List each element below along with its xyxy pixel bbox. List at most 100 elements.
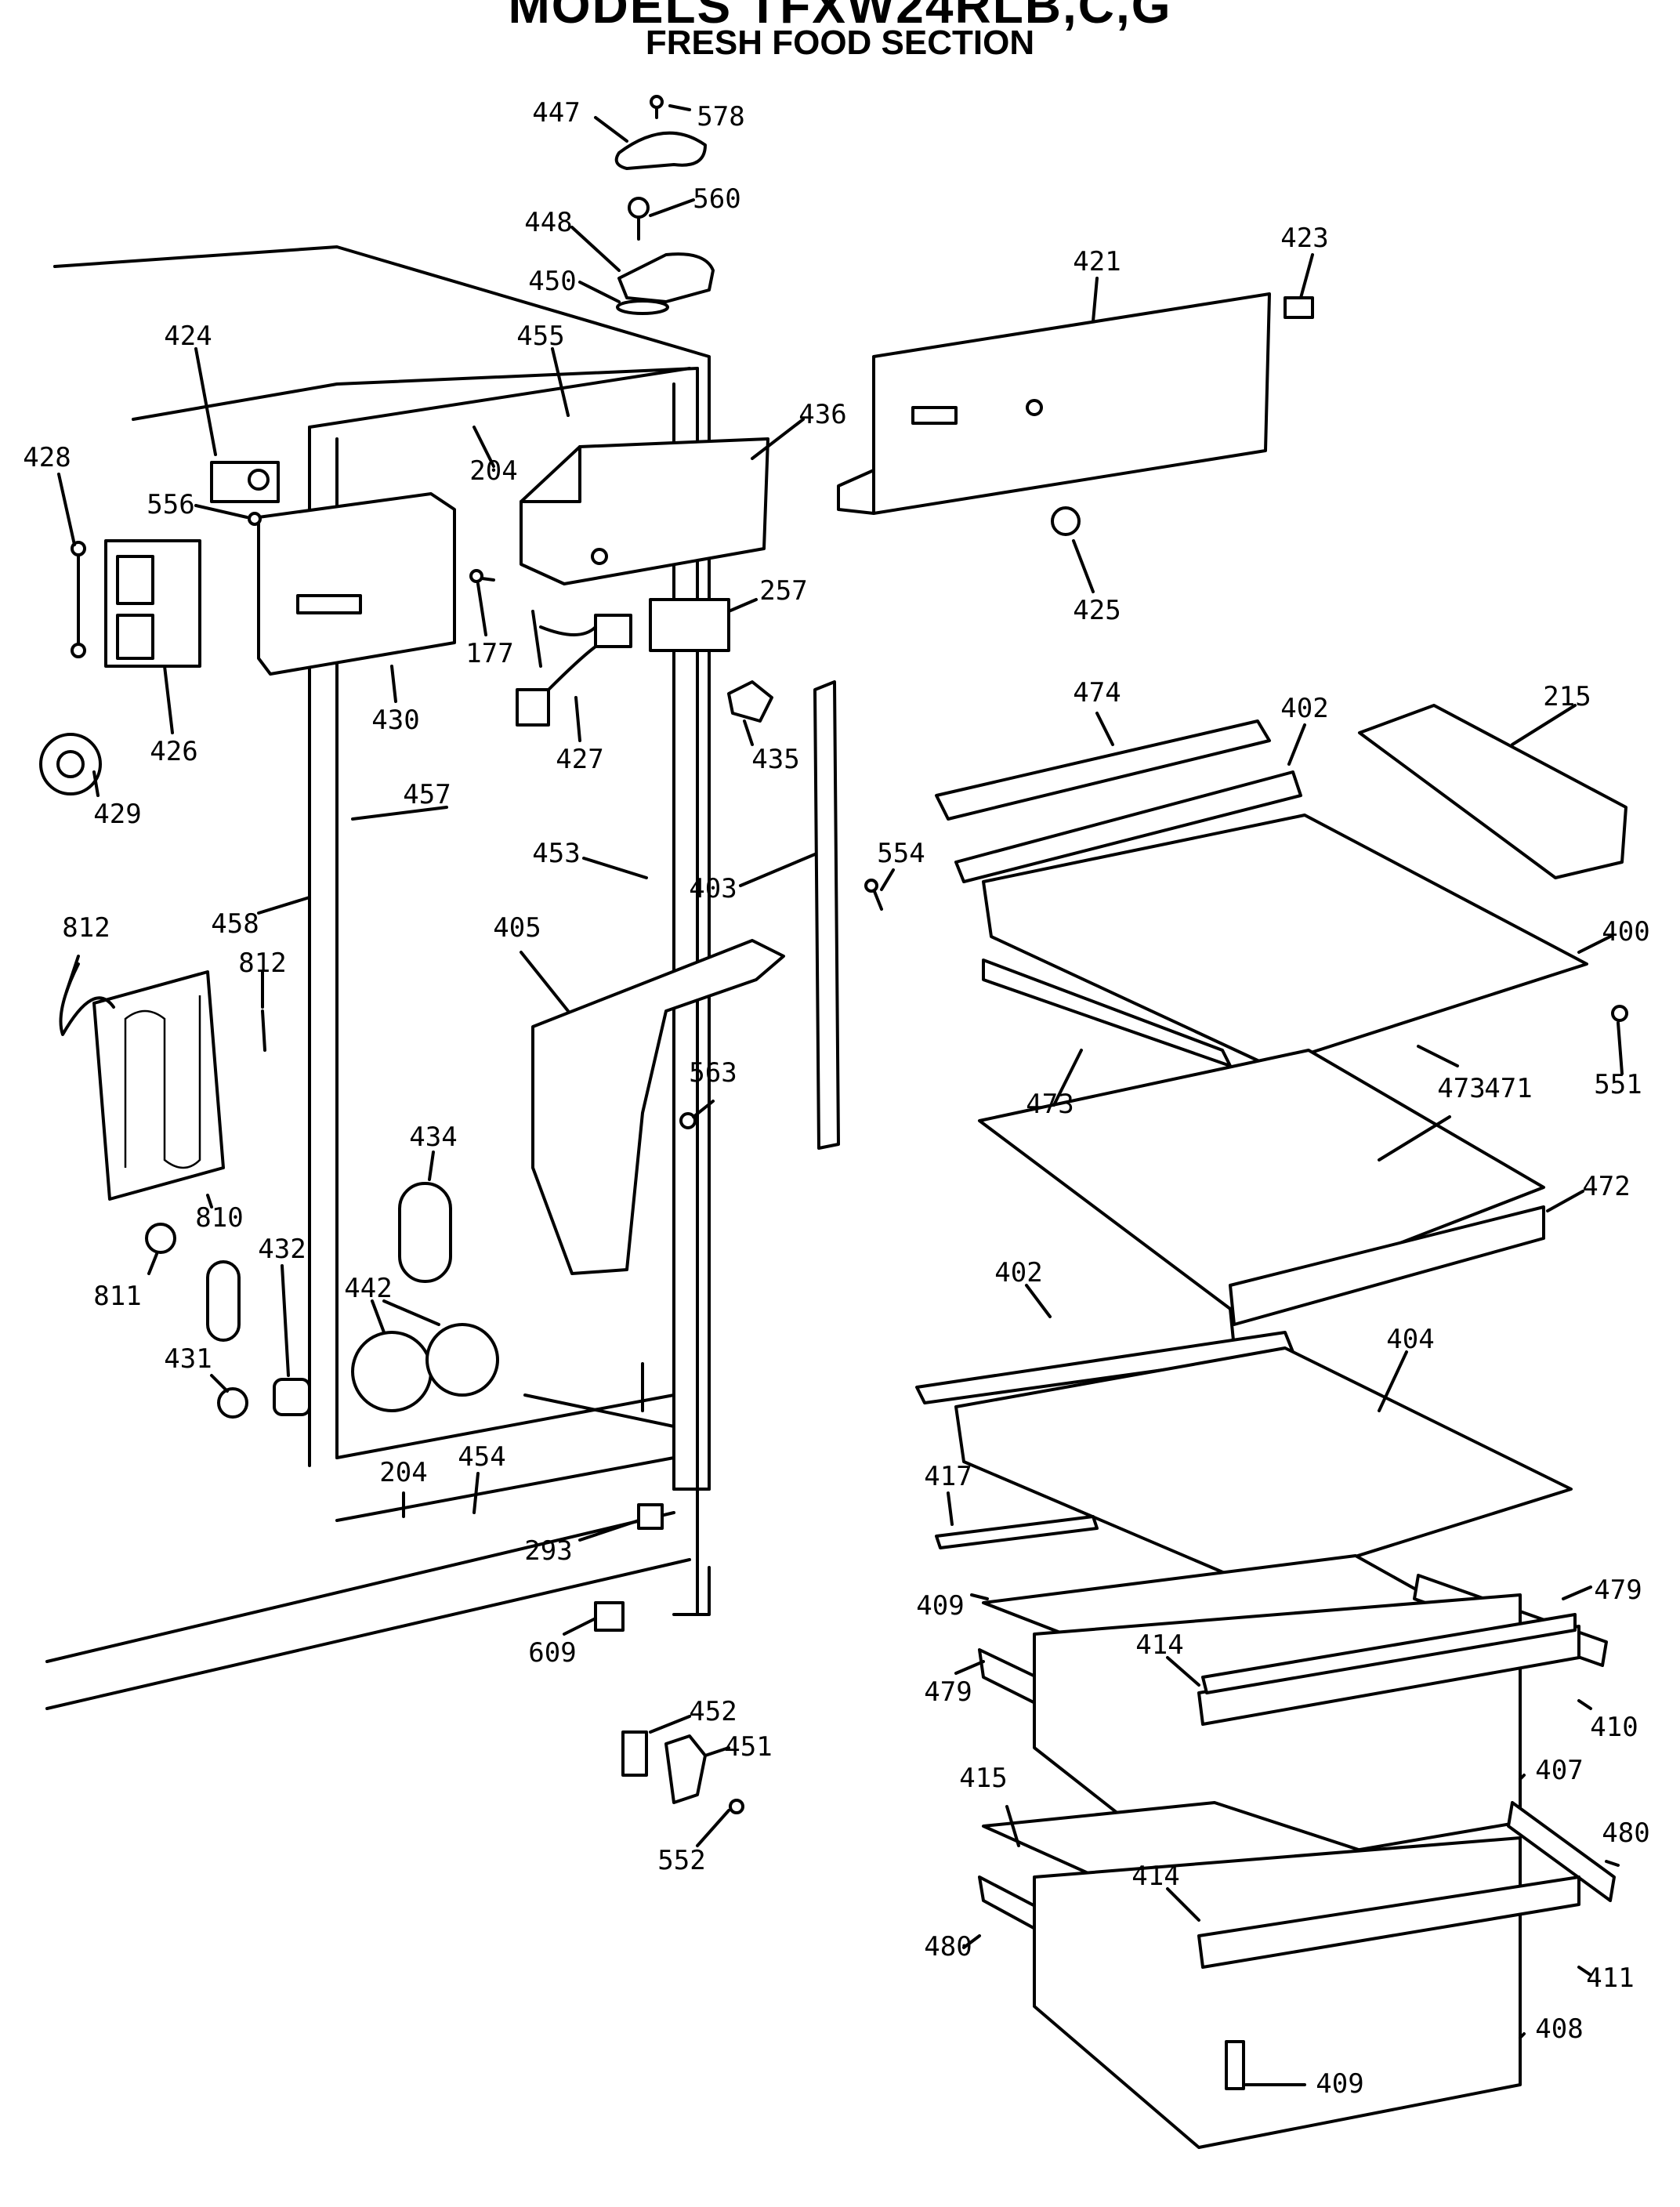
shelf-ladder-403 <box>813 680 840 1150</box>
label-811: 811 <box>93 1281 141 1312</box>
label-402-top: 402 <box>1280 693 1328 724</box>
label-442: 442 <box>344 1273 392 1304</box>
evaporator-cover-421 <box>837 292 1271 515</box>
label-410: 410 <box>1590 1712 1638 1743</box>
label-552: 552 <box>657 1845 705 1876</box>
label-810: 810 <box>195 1202 243 1234</box>
label-473-right: 473 <box>1437 1073 1485 1104</box>
drawer-408 <box>1033 1836 1522 2149</box>
label-215: 215 <box>1543 681 1591 712</box>
label-429: 429 <box>93 799 141 830</box>
label-405: 405 <box>493 912 541 944</box>
screw-554 <box>864 879 883 911</box>
label-426: 426 <box>150 736 197 767</box>
bracket-435 <box>727 680 773 723</box>
shim-450 <box>616 299 669 315</box>
label-452: 452 <box>689 1696 737 1727</box>
label-479-right: 479 <box>1594 1575 1642 1606</box>
screw-552 <box>729 1799 744 1814</box>
label-473-left: 473 <box>1026 1089 1074 1120</box>
label-431: 431 <box>164 1343 212 1375</box>
screw-556 <box>248 512 262 526</box>
drawer-shelf-414 <box>1201 1613 1577 1694</box>
fastener-425 <box>1051 506 1081 536</box>
label-450: 450 <box>528 266 576 297</box>
control-housing-436 <box>520 437 769 585</box>
light-shield-430 <box>257 492 456 676</box>
label-425: 425 <box>1073 595 1121 626</box>
cold-control-424 <box>210 461 280 503</box>
label-436: 436 <box>798 399 846 430</box>
label-556: 556 <box>147 489 194 520</box>
light-lens-434 <box>398 1182 452 1283</box>
label-428: 428 <box>23 442 71 473</box>
label-415: 415 <box>959 1763 1007 1794</box>
label-609: 609 <box>528 1637 576 1669</box>
label-409-bottom: 409 <box>1316 2068 1363 2100</box>
label-812-left: 812 <box>62 912 110 944</box>
label-472: 472 <box>1582 1171 1630 1202</box>
label-458: 458 <box>211 908 259 940</box>
label-453: 453 <box>532 838 580 869</box>
label-407: 407 <box>1535 1755 1583 1786</box>
screw-578 <box>650 95 664 119</box>
label-404: 404 <box>1386 1324 1434 1355</box>
label-424: 424 <box>164 321 212 352</box>
label-451: 451 <box>724 1731 772 1763</box>
label-423: 423 <box>1280 223 1328 254</box>
label-204-top: 204 <box>469 455 517 487</box>
label-479-left: 479 <box>924 1676 972 1708</box>
label-257: 257 <box>759 575 807 607</box>
air-duct-405 <box>531 939 785 1275</box>
damper-control-257 <box>649 598 730 652</box>
bracket-609 <box>594 1601 625 1632</box>
screw-560 <box>628 197 650 241</box>
drawer-front-411 <box>1197 1875 1580 1969</box>
shelf-trim-417 <box>935 1515 1099 1549</box>
label-414-bottom: 414 <box>1131 1861 1179 1892</box>
hinge-452 <box>621 1730 648 1777</box>
harness-427 <box>516 610 632 727</box>
spacer-432 <box>273 1378 311 1416</box>
label-447: 447 <box>532 97 580 129</box>
label-411: 411 <box>1586 1962 1634 1994</box>
part-labels: 447 578 560 448 450 421 423 424 455 204 … <box>23 97 1649 2100</box>
label-455: 455 <box>516 321 564 352</box>
label-293: 293 <box>524 1535 572 1567</box>
label-432: 432 <box>258 1234 306 1265</box>
top-hinge-448 <box>617 252 715 303</box>
plug-423 <box>1284 296 1314 319</box>
diagram-subtitle: FRESH FOOD SECTION <box>645 24 1035 62</box>
label-403: 403 <box>689 873 737 904</box>
shelf-frame-402 <box>954 770 1302 883</box>
leader-lines <box>57 104 1624 2086</box>
label-560: 560 <box>693 183 740 215</box>
bracket-811 <box>145 1223 176 1254</box>
label-457: 457 <box>403 779 451 810</box>
label-408: 408 <box>1535 2013 1583 2045</box>
label-417: 417 <box>924 1461 972 1492</box>
label-427: 427 <box>556 744 603 775</box>
wire-clip-428 <box>71 541 86 658</box>
light-bulb-opening <box>206 1260 241 1342</box>
drawer-label-409 <box>1225 2040 1245 2090</box>
label-448: 448 <box>524 207 572 238</box>
label-474: 474 <box>1073 677 1121 708</box>
clip-293 <box>637 1503 664 1530</box>
grommet-431 <box>217 1387 248 1419</box>
label-421: 421 <box>1073 246 1121 277</box>
screw-551 <box>1611 1005 1628 1022</box>
screw-563 <box>679 1112 697 1129</box>
label-551: 551 <box>1594 1069 1642 1100</box>
damper-442 <box>351 1323 499 1412</box>
label-471: 471 <box>1484 1073 1532 1104</box>
label-402-bottom: 402 <box>994 1257 1042 1288</box>
label-812-right: 812 <box>238 948 286 979</box>
control-knob-429 <box>39 733 102 795</box>
shelf-trim-474 <box>935 719 1271 821</box>
label-414-top: 414 <box>1135 1629 1183 1661</box>
light-socket-426 <box>104 539 201 668</box>
crisper-pan-215 <box>1358 704 1628 879</box>
label-400: 400 <box>1602 916 1649 948</box>
